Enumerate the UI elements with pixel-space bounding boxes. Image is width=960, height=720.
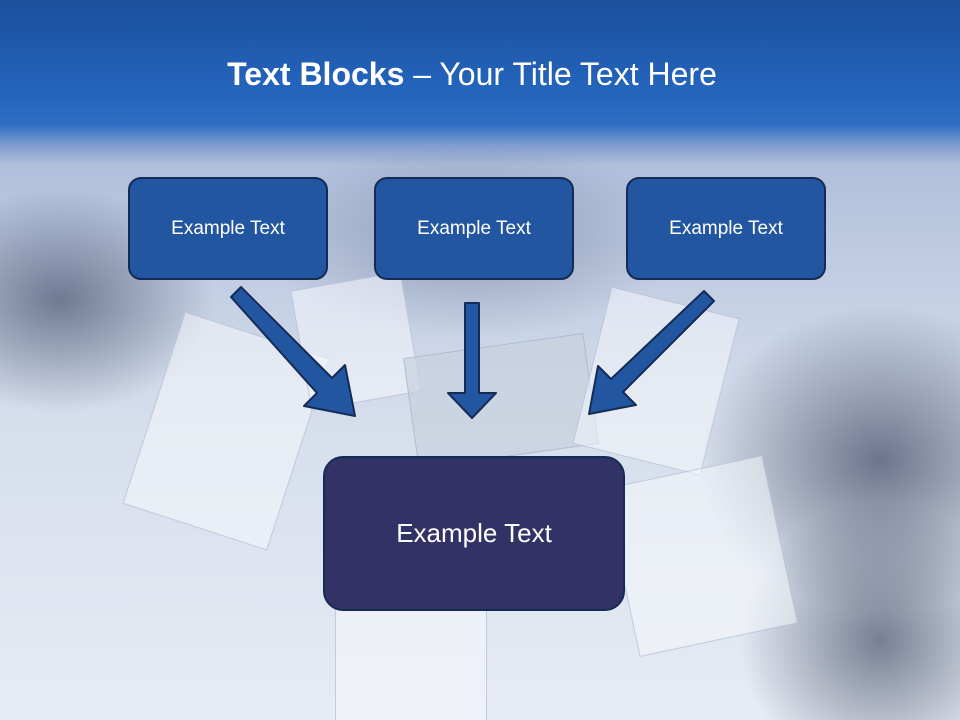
background-document — [335, 600, 487, 720]
arrow-center-down[interactable] — [447, 302, 497, 419]
text-block-1[interactable]: Example Text — [128, 177, 328, 280]
slide-title[interactable]: Text Blocks – Your Title Text Here — [0, 52, 944, 96]
text-block-label: Example Text — [669, 217, 783, 239]
arrow-right-diagonal[interactable] — [588, 290, 715, 415]
main-text-block-label: Example Text — [396, 518, 552, 548]
text-block-3[interactable]: Example Text — [626, 177, 826, 280]
text-block-label: Example Text — [417, 217, 531, 239]
main-text-block[interactable]: Example Text — [323, 456, 625, 611]
text-block-label: Example Text — [171, 217, 285, 239]
title-bold: Text Blocks — [227, 56, 405, 92]
title-rest: – Your Title Text Here — [404, 56, 717, 92]
arrow-left-diagonal[interactable] — [230, 286, 356, 417]
title-bar — [0, 0, 960, 165]
text-block-2[interactable]: Example Text — [374, 177, 574, 280]
